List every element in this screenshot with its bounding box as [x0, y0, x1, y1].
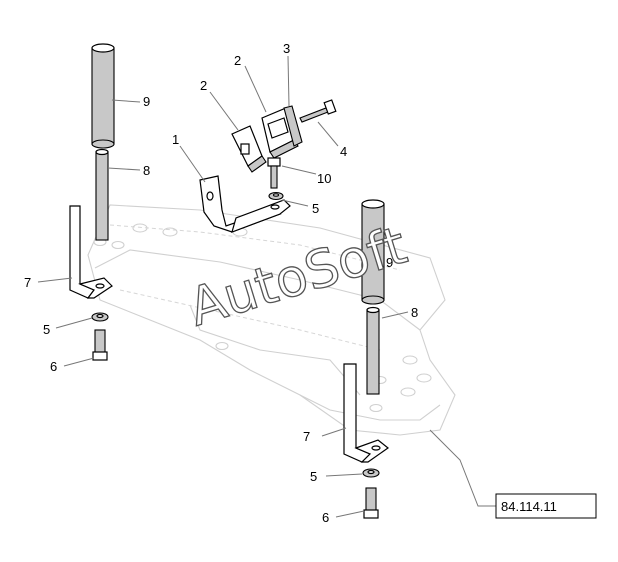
part-6-bolt-right [363, 487, 379, 519]
part-7-bracket-left [69, 205, 113, 299]
part-4-bolt [299, 99, 337, 123]
part-8-rod-left [95, 148, 109, 241]
callout-7-right: 7 [303, 429, 310, 444]
part-7-bracket-right [343, 363, 390, 463]
callout-5-left: 5 [43, 322, 50, 337]
callout-9-left: 9 [143, 94, 150, 109]
part-6-bolt-left [92, 329, 108, 361]
callout-8-right: 8 [411, 305, 418, 320]
part-9-tube-left [91, 43, 115, 149]
callout-6-left: 6 [50, 359, 57, 374]
part-3-plate [283, 105, 303, 147]
reference-code-box: 84.114.11 [495, 493, 597, 519]
callout-5-right: 5 [310, 469, 317, 484]
part-5-washer-right [362, 468, 380, 478]
callout-1: 1 [172, 132, 179, 147]
part-8-rod-right [366, 306, 380, 395]
callout-10: 10 [317, 171, 331, 186]
part-5-washer-upper [268, 191, 284, 201]
part-2-clamp-left [231, 125, 267, 173]
callout-4: 4 [340, 144, 347, 159]
part-1-bracket [199, 175, 291, 233]
callout-6-right: 6 [322, 510, 329, 525]
callout-9-right: 9 [386, 255, 393, 270]
part-2-clamp-right [261, 107, 299, 159]
part-9-tube-right [361, 199, 385, 305]
callout-3: 3 [283, 41, 290, 56]
leader-lines [37, 55, 496, 518]
part-10-bolt [267, 157, 281, 189]
part-5-washer-left [91, 312, 109, 322]
callout-labels: 9 8 7 5 6 1 2 2 3 4 10 5 9 8 7 5 6 [24, 41, 418, 525]
callout-8-left: 8 [143, 163, 150, 178]
callout-5-upper: 5 [312, 201, 319, 216]
callout-2-right: 2 [234, 53, 241, 68]
callout-2-left: 2 [200, 78, 207, 93]
callout-7-left: 7 [24, 275, 31, 290]
reference-code: 84.114.11 [501, 499, 557, 514]
